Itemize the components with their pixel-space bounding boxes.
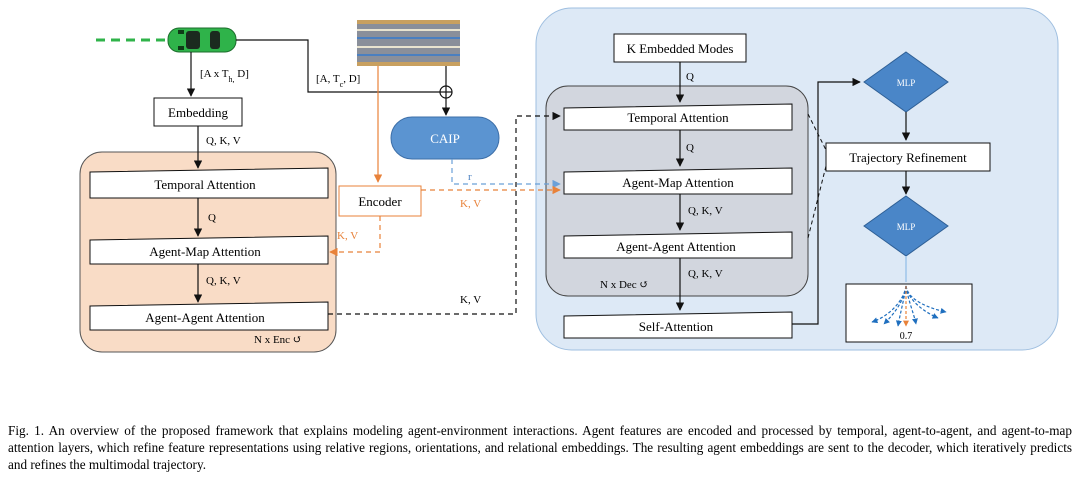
r-label: r (468, 171, 472, 183)
enc-temporal-attention-box (89, 167, 329, 199)
framework-diagram: [A x Th, D] Embedding Q, K, V Temporal A… (79, 7, 1059, 353)
road-map-image (357, 20, 460, 66)
enc-qkv-1: Q, K, V (206, 135, 241, 147)
caip-label: CAIP (430, 131, 460, 146)
arrow-selfattn-to-mlp (792, 77, 861, 325)
enc-temporal-attention-label: Temporal Attention (154, 177, 256, 192)
predicted-trajectories-icon (871, 285, 947, 327)
enc-agent-agent-attention-box (89, 301, 329, 331)
trajectory-probability: 0.7 (900, 331, 913, 342)
dec-agent-agent-attention-label: Agent-Agent Attention (616, 239, 736, 254)
dec-q-1: Q (686, 142, 694, 154)
enc-repeat-label: N x Enc ↺ (254, 334, 302, 346)
trajectory-refinement-label: Trajectory Refinement (849, 150, 967, 165)
dec-temporal-attention-box (563, 103, 793, 131)
dec-q-in: Q (686, 71, 694, 83)
arrow-enc-output-kv-to-decoder (328, 111, 561, 315)
mlp-bottom-label: MLP (897, 222, 916, 232)
dec-temporal-attention-label: Temporal Attention (627, 110, 729, 125)
dec-repeat-label: N x Dec ↺ (600, 279, 649, 291)
figure-caption: Fig. 1. An overview of the proposed fram… (8, 423, 1072, 472)
embedding-label: Embedding (168, 105, 228, 120)
map-input-dim: [A, Tc, D] (316, 73, 360, 89)
map-encoder-label: Encoder (358, 194, 402, 209)
enc-agent-map-attention-box (89, 235, 329, 265)
mlp-top-label: MLP (897, 78, 916, 88)
k-embedded-modes-box (613, 33, 747, 63)
arrow-encoder-kv-to-enc-agentmap (329, 216, 381, 257)
dec-agent-map-attention-label: Agent-Map Attention (622, 175, 734, 190)
multimodal-trajectory-output (845, 283, 973, 343)
kv-bottom-label: K, V (460, 294, 481, 306)
dec-qkv-2: Q, K, V (688, 268, 723, 280)
trajectory-refinement-box (825, 142, 991, 172)
embedding-box (153, 97, 243, 127)
dec-agent-agent-attention-box (563, 231, 793, 259)
caip-box (390, 116, 500, 160)
line-car-to-caip (236, 39, 440, 93)
agent-input-dim: [A x Th, D] (200, 68, 249, 84)
concat-plus-icon (439, 85, 453, 99)
self-attention-label: Self-Attention (639, 319, 714, 334)
dec-agent-map-attention-box (563, 167, 793, 195)
k-embedded-modes-label: K Embedded Modes (627, 41, 734, 56)
enc-agent-map-attention-label: Agent-Map Attention (149, 244, 261, 259)
self-attention-box (563, 311, 793, 339)
enc-agent-agent-attention-label: Agent-Agent Attention (145, 310, 265, 325)
dec-qkv-1: Q, K, V (688, 205, 723, 217)
refinement-connector-bottom (807, 165, 827, 239)
kv-left-label: K, V (337, 230, 358, 242)
kv-right-label: K, V (460, 198, 481, 210)
enc-qkv-2: Q, K, V (206, 275, 241, 287)
car-icon (167, 27, 237, 53)
enc-q-1: Q (208, 212, 216, 224)
